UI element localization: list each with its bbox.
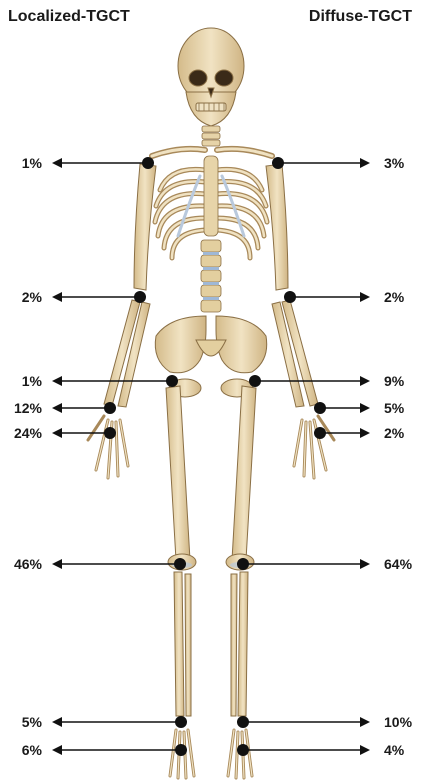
joint-marker-right-foot: [237, 744, 249, 756]
joint-marker-left-knee: [174, 558, 186, 570]
joint-marker-right-elbow: [284, 291, 296, 303]
arrowhead-right-wrist: [360, 403, 370, 413]
localized-tgct-header: Localized-TGCT: [8, 8, 130, 26]
joint-marker-right-shoulder: [272, 157, 284, 169]
arrowhead-left-hip: [52, 376, 62, 386]
localized-pct-knee: 46%: [8, 556, 42, 572]
localized-pct-elbow: 2%: [8, 289, 42, 305]
arrowhead-left-wrist: [52, 403, 62, 413]
leg-bones: [166, 386, 256, 716]
arrowhead-left-shoulder: [52, 158, 62, 168]
joint-marker-left-hip: [166, 375, 178, 387]
localized-pct-foot: 6%: [8, 742, 42, 758]
skull: [178, 28, 244, 126]
joint-marker-left-wrist: [104, 402, 116, 414]
arrowhead-right-foot: [360, 745, 370, 755]
joint-marker-right-hip: [249, 375, 261, 387]
arrowhead-left-hand: [52, 428, 62, 438]
arrowhead-right-hip: [360, 376, 370, 386]
diffuse-pct-wrist: 5%: [384, 400, 420, 416]
lumbar-spine: [201, 240, 221, 312]
joint-marker-left-foot: [175, 744, 187, 756]
diffuse-tgct-header: Diffuse-TGCT: [309, 8, 412, 26]
joint-marker-right-ankle: [237, 716, 249, 728]
cervical-spine: [202, 126, 220, 146]
arrowhead-right-knee: [360, 559, 370, 569]
joint-marker-right-wrist: [314, 402, 326, 414]
arrowhead-right-elbow: [360, 292, 370, 302]
joint-marker-left-ankle: [175, 716, 187, 728]
arrowhead-right-shoulder: [360, 158, 370, 168]
diffuse-pct-knee: 64%: [384, 556, 420, 572]
diffuse-pct-hip: 9%: [384, 373, 420, 389]
arrowhead-left-elbow: [52, 292, 62, 302]
arrowhead-left-knee: [52, 559, 62, 569]
diffuse-pct-hand: 2%: [384, 425, 420, 441]
localized-pct-hip: 1%: [8, 373, 42, 389]
joint-marker-right-knee: [237, 558, 249, 570]
localized-pct-ankle: 5%: [8, 714, 42, 730]
arrowhead-right-ankle: [360, 717, 370, 727]
arrowhead-left-ankle: [52, 717, 62, 727]
diffuse-pct-shoulder: 3%: [384, 155, 420, 171]
arrowhead-left-foot: [52, 745, 62, 755]
joint-marker-left-elbow: [134, 291, 146, 303]
localized-pct-hand: 24%: [8, 425, 42, 441]
joint-marker-right-hand: [314, 427, 326, 439]
diffuse-pct-ankle: 10%: [384, 714, 420, 730]
arrowhead-right-hand: [360, 428, 370, 438]
diffuse-pct-foot: 4%: [384, 742, 420, 758]
joint-marker-left-shoulder: [142, 157, 154, 169]
localized-pct-shoulder: 1%: [8, 155, 42, 171]
localized-pct-wrist: 12%: [8, 400, 42, 416]
joint-marker-left-hand: [104, 427, 116, 439]
diffuse-pct-elbow: 2%: [384, 289, 420, 305]
